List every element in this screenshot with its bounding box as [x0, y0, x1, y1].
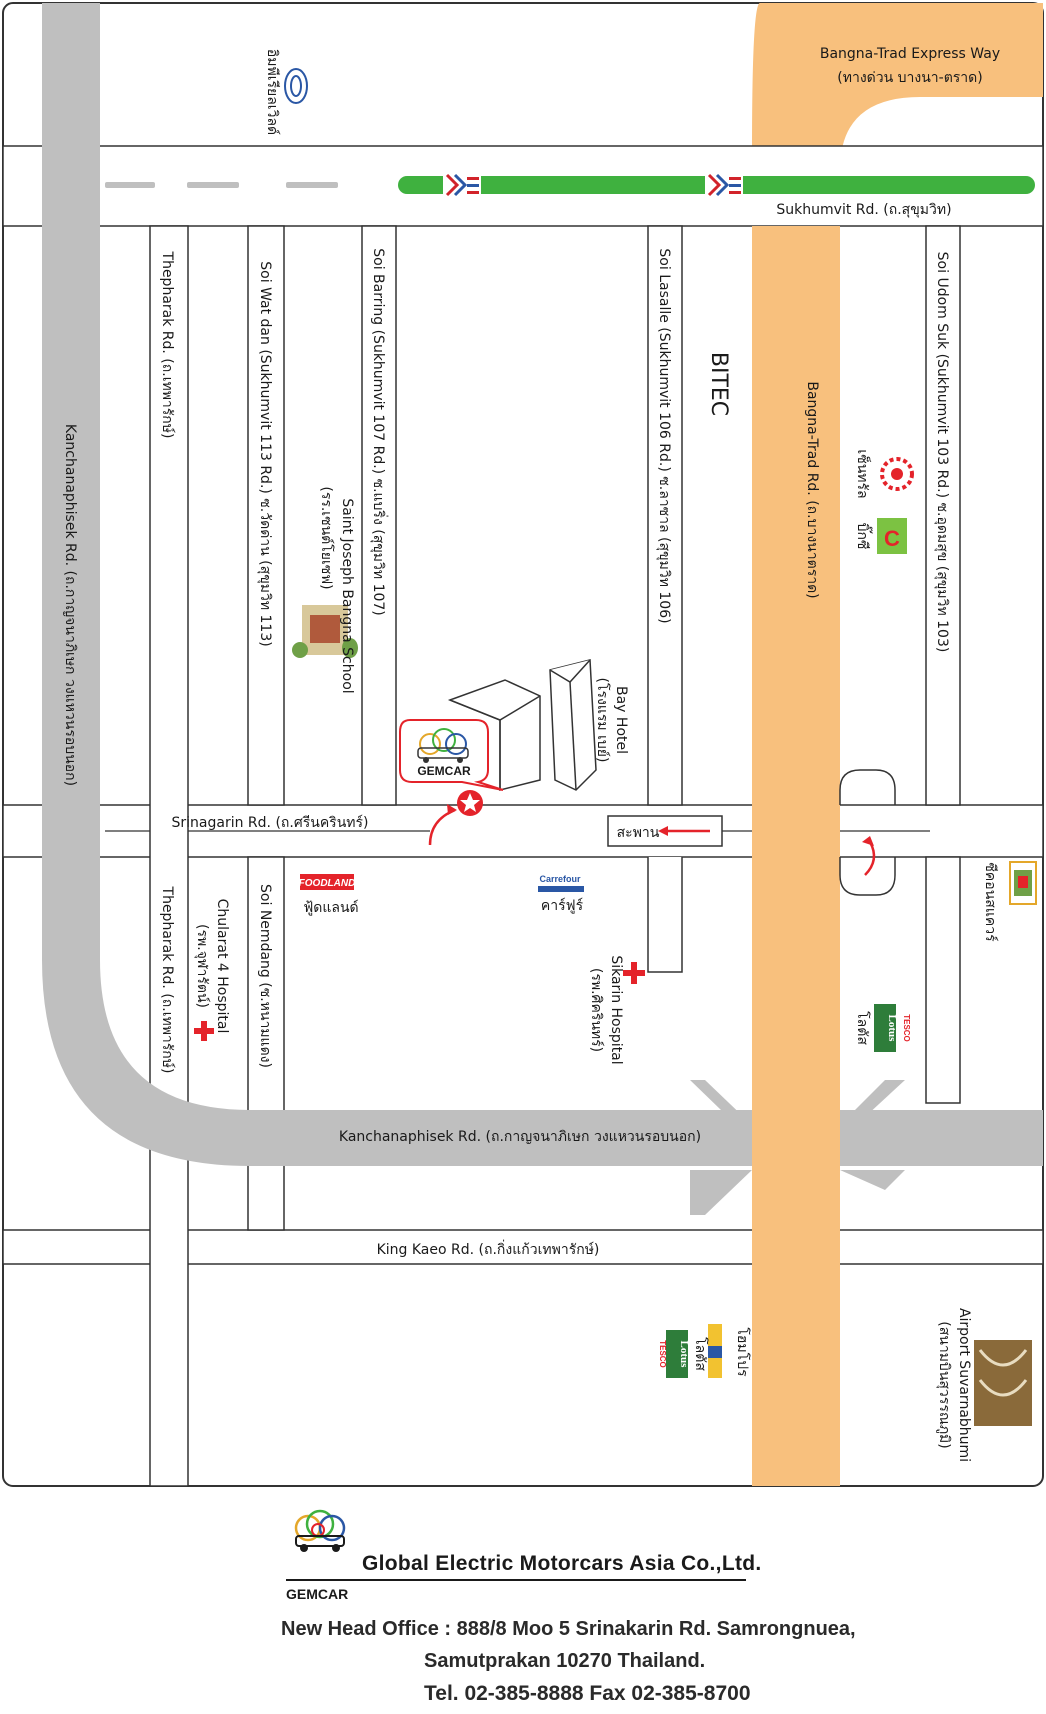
soi-udom-suk-label: Soi Udom Suk (Sukhumvit 103 Rd.) ซ.อุดมส… — [934, 252, 950, 653]
chularat-label: Chularat 4 Hospital — [214, 899, 230, 1034]
location-star-icon — [457, 790, 483, 816]
gemcar-logo-icon — [294, 1509, 346, 1552]
king-kaeo-label: King Kaeo Rd. (ถ.กิ่งแก้วเทพารักษ์) — [377, 1240, 600, 1258]
svg-text:FOODLAND: FOODLAND — [299, 878, 356, 889]
company-footer: Global Electric Motorcars Asia Co.,Ltd. … — [0, 1500, 1046, 1714]
svg-text:TESCO: TESCO — [658, 1340, 667, 1368]
airport-image — [974, 1340, 1032, 1426]
svg-text:C: C — [884, 526, 900, 551]
lotus2-label: โลตัส — [692, 1337, 709, 1371]
thepharak-bottom-label: Thepharak Rd. (ถ.เทพารักษ์) — [159, 886, 176, 1074]
bitec-label: BITEC — [706, 352, 731, 416]
seacon-logo-icon — [1009, 861, 1037, 905]
bigc-label: บิ๊กซี — [854, 523, 873, 550]
gemcar-marker-label: GEMCAR — [417, 764, 471, 778]
soi-udom-suk-lower — [925, 856, 961, 1104]
airport-label: Airport Suvarnabhumi — [956, 1308, 972, 1462]
soi-barring — [361, 225, 397, 806]
airport-label-th: (สนามบินสุวรรณภูมิ) — [936, 1321, 952, 1448]
u-turn-loop — [839, 857, 896, 896]
gemcar-marker: GEMCAR — [399, 719, 504, 791]
central-label: เซ็นทรัล — [854, 449, 872, 498]
bridge-label: สะพาน — [617, 825, 660, 841]
lotus-logo: Lotus TESCO — [874, 1004, 911, 1052]
soi-barring-label: Soi Barring (Sukhumvit 107 Rd.) ซ.แบริ่ง… — [370, 248, 388, 616]
soi-wat-dan — [247, 225, 285, 806]
svg-text:Lotus: Lotus — [678, 1341, 690, 1369]
soi-lasalle-label: Soi Lasalle (Sukhumvit 106 Rd.) ซ.ลาซาล … — [656, 248, 672, 623]
thepharak-road — [149, 225, 189, 1487]
st-joseph-label-th: (รร.เซนต์โยเซฟ) — [318, 486, 335, 589]
bigc-logo-icon: C — [877, 518, 907, 554]
sukhumvit-label: Sukhumvit Rd. (ถ.สุขุมวิท) — [776, 202, 951, 218]
address-line-2: Samutprakan 10270 Thailand. — [424, 1650, 706, 1672]
lotus-logo: Lotus TESCO — [658, 1330, 690, 1378]
sikarin-label-th: (รพ.ศิครินทร์) — [588, 968, 605, 1052]
central-logo-icon — [880, 457, 914, 491]
homepro-logo-icon — [708, 1324, 722, 1378]
sukhumvit-dashes — [105, 182, 338, 188]
company-name: Global Electric Motorcars Asia Co.,Ltd. — [362, 1552, 762, 1575]
bay-hotel-label-th: (โรงแรม เบย์) — [594, 678, 611, 763]
location-map: GEMCAR C FOODLAND Carrefour — [2, 2, 1044, 1487]
foodland-logo: FOODLAND — [299, 874, 356, 890]
u-turn-loop — [839, 769, 896, 805]
homepro-label: โฮมโปร — [734, 1327, 751, 1377]
gemcar-building — [447, 659, 597, 791]
address-line-1: New Head Office : 888/8 Moo 5 Srinakarin… — [281, 1618, 856, 1640]
hospital-cross-icon — [194, 1021, 214, 1041]
soi-udom-suk — [925, 225, 961, 806]
soi-nemdang — [247, 856, 285, 1231]
hospital-cross-icon — [623, 962, 645, 984]
st-joseph-label: Saint Joseph Bangna School — [339, 498, 355, 693]
phone-fax: Tel. 02-385-8888 Fax 02-385-8700 — [424, 1682, 751, 1705]
bts-station-icon — [443, 172, 481, 198]
brand-name: GEMCAR — [286, 1586, 349, 1602]
expressway-label-th: (ทางด่วน บางนา-ตราด) — [837, 70, 982, 86]
svg-text:Lotus: Lotus — [886, 1015, 898, 1043]
svg-text:TESCO: TESCO — [902, 1014, 911, 1042]
soi-wat-dan-label: Soi Wat dan (Sukhumvit 113 Rd.) ซ.วัดด่า… — [257, 261, 273, 646]
carrefour-logo: Carrefour — [538, 874, 584, 892]
imperial-logo-icon — [284, 68, 308, 104]
kanchanaphisek-bottom-label: Kanchanaphisek Rd. (ถ.กาญจนาภิเษก วงแหวน… — [339, 1129, 701, 1145]
sikarin-label: Sikarin Hospital — [608, 955, 624, 1064]
chularat-label-th: (รพ.จุฬารัตน์) — [194, 924, 211, 1008]
imperial-label: อิมพีเรียลเวิลด์ — [264, 49, 281, 135]
srinagarin-label: Srinagarin Rd. (ถ.ศรีนครินทร์) — [172, 814, 369, 831]
seacon-label: ซีคอนสแควร์ — [982, 862, 999, 942]
thepharak-top-label: Thepharak Rd. (ถ.เทพารักษ์) — [159, 251, 176, 439]
svg-text:Carrefour: Carrefour — [539, 874, 581, 884]
soi-lasalle — [647, 225, 683, 806]
kanchanaphisek-left-label: Kanchanaphisek Rd. (ถ.กาญจนาภิเษก วงแหวน… — [62, 424, 78, 786]
st-joseph-school-image — [292, 605, 358, 658]
lotus-label: โลตัส — [854, 1011, 871, 1045]
company-underline — [286, 1579, 746, 1581]
bts-station-icon — [705, 172, 743, 198]
bangna-trad-label: Bangna-Trad Rd. (ถ.บางนาตราด) — [804, 381, 820, 598]
expressway-label: Bangna-Trad Express Way — [820, 46, 1000, 62]
bay-hotel-label: Bay Hotel — [613, 686, 629, 754]
carrefour-label: คาร์ฟูร์ — [541, 897, 584, 914]
foodland-label: ฟู้ดแลนด์ — [303, 899, 358, 916]
sikarin-access-road — [647, 857, 683, 973]
soi-nemdang-label: Soi Nemdang (ซ.หนามแดง) — [257, 884, 273, 1068]
